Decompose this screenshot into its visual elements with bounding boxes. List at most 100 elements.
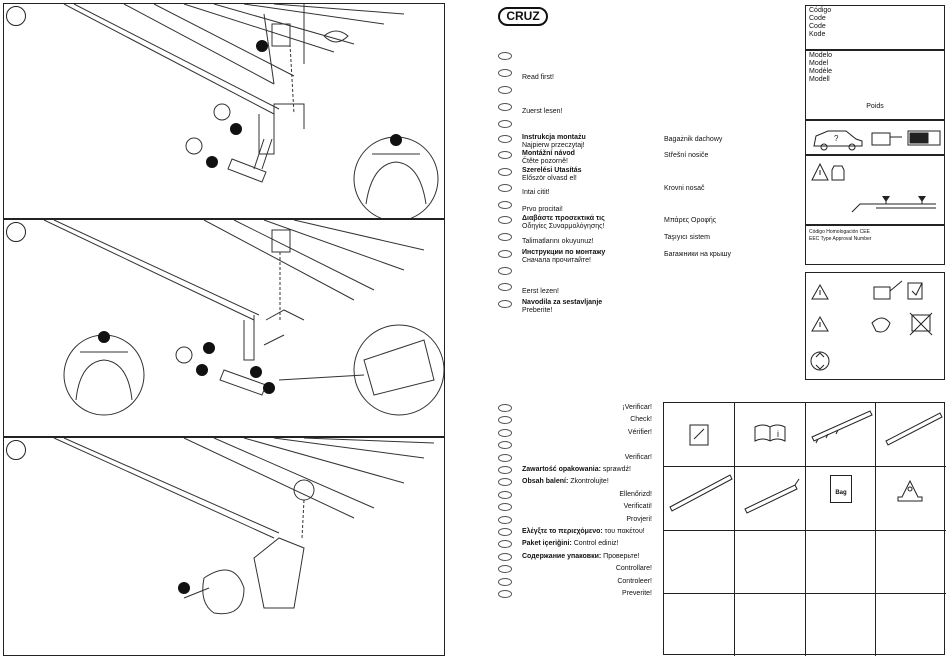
check-contents-row: Vérifier!	[628, 429, 652, 437]
part-cell-empty	[876, 531, 946, 594]
instruction-title: Instrukcja montażu	[522, 134, 586, 141]
brand-logo: CRUZ	[498, 7, 548, 26]
check-contents-row: Controllare!	[616, 565, 652, 573]
check-contents-row: Ellenőrizd!	[619, 491, 652, 499]
language-flag-marker	[498, 283, 512, 291]
homologation-label: Código Homologación CEE	[809, 229, 870, 235]
product-name: Bagażnik dachowy	[664, 136, 723, 143]
check-text: Zkontrolujte!	[568, 478, 609, 486]
check-contents-row: Verificar!	[625, 454, 652, 462]
product-name: Taşıyıcı sistem	[664, 234, 710, 241]
language-flag-marker	[498, 540, 512, 549]
language-flag-marker	[498, 552, 512, 561]
check-contents-row: Check!	[630, 416, 652, 424]
check-contents-row: Controleer!	[617, 578, 652, 586]
step-2-illustration	[43, 220, 444, 416]
language-flag-marker	[498, 453, 512, 462]
language-flag-marker	[498, 52, 512, 60]
check-text: Provjeri!	[626, 515, 652, 523]
step-number-circle	[6, 222, 26, 242]
part-cell-empty	[806, 531, 876, 594]
check-contents-row: Zawartość opakowania: sprawdź!	[522, 466, 631, 474]
check-text: Controleer!	[617, 577, 652, 585]
read-first-text: Οδηγίες Συναρμολόγησης!	[522, 223, 605, 230]
language-flag-marker	[498, 184, 512, 192]
language-flag-marker	[498, 478, 512, 487]
check-contents-row: Preverite!	[622, 590, 652, 598]
model-label: Model	[809, 60, 829, 67]
check-bold-label: Ελέγξτε το περιεχόμενο:	[522, 528, 603, 535]
language-flag-marker	[498, 577, 512, 586]
language-flag-marker	[498, 503, 512, 512]
check-text: του πακέτου!	[602, 528, 645, 535]
language-flag-marker	[498, 151, 512, 159]
long-bar-icon	[669, 474, 733, 512]
angle-profile-icon	[744, 478, 800, 514]
warning-icons	[810, 280, 933, 371]
model-label: Modell	[809, 76, 830, 83]
language-flag-marker	[498, 515, 512, 524]
step-1-panel	[3, 3, 445, 219]
code-label: Code	[809, 23, 826, 30]
check-contents-row: Содержание упаковки: Проверьте!	[522, 553, 639, 561]
roof-load-box	[805, 155, 945, 225]
roof-load-diagram	[811, 162, 936, 213]
weight-label: Poids	[866, 103, 884, 110]
part-cell-empty	[735, 594, 806, 656]
code-box: Código Code Code Kode	[805, 5, 945, 50]
check-text: Control ediniz!	[571, 540, 619, 548]
language-flag-marker	[498, 69, 512, 77]
parts-grid: i Bag	[663, 402, 946, 656]
cross-bar-icon	[885, 412, 943, 446]
manual-book-icon: i	[754, 424, 786, 442]
part-cell	[876, 467, 946, 531]
read-first-text: Talimatlarını okuyunuz!	[522, 238, 594, 245]
product-name: Krovni nosač	[664, 185, 705, 192]
check-contents-row: Ελέγξτε το περιεχόμενο: του πακέτου!	[522, 528, 645, 536]
check-text: Проверьте!	[601, 552, 640, 560]
model-box: Modelo Model Modèle Modell Poids	[805, 50, 945, 120]
part-cell-empty	[876, 594, 946, 656]
check-text: Verificar!	[624, 453, 652, 461]
read-first-text: Preberite!	[522, 307, 553, 314]
read-first-text: Read first!	[522, 74, 554, 81]
check-contents-row: Provjeri!	[626, 516, 652, 524]
part-cell-empty	[664, 594, 735, 656]
step-number-circle	[6, 440, 26, 460]
language-flag-marker	[498, 201, 512, 209]
homologation-label: EEC Type Approval Number	[809, 236, 872, 242]
language-flag-marker	[498, 428, 512, 437]
part-cell	[806, 403, 876, 467]
language-flag-marker	[498, 490, 512, 499]
instruction-title: Montážní návod	[522, 150, 575, 157]
read-first-text: Először olvasd el!	[522, 175, 577, 182]
language-flag-marker	[498, 441, 512, 450]
language-flag-marker	[498, 103, 512, 111]
model-label: Modelo	[809, 52, 832, 59]
check-bold-label: Paket içeriğini:	[522, 540, 572, 548]
check-text: sprawdź!	[600, 466, 631, 473]
bag-label: Bag	[835, 490, 847, 496]
read-first-text: Zuerst lesen!	[522, 108, 563, 115]
check-text: Vérifier!	[627, 428, 652, 436]
check-text: ¡Verificar!	[622, 404, 652, 411]
language-flag-marker	[498, 404, 512, 412]
step-3-panel	[3, 437, 445, 656]
instruction-title: Инструкции по монтажу	[522, 249, 606, 256]
language-flag-marker	[498, 267, 512, 275]
part-cell: i	[735, 403, 806, 467]
check-text: Preverite!	[622, 590, 652, 597]
code-label: Code	[809, 15, 826, 22]
step-3-illustration	[53, 438, 435, 615]
step-number-circle	[6, 6, 26, 26]
part-cell: Bag	[806, 467, 876, 531]
read-first-text: Prvo procitai!	[522, 206, 563, 213]
vehicle-icons-box: ?	[805, 120, 945, 155]
language-flag-marker	[498, 168, 512, 176]
step-1-illustration	[63, 4, 439, 218]
check-contents-row: Verificati!	[624, 503, 652, 511]
svg-text:i: i	[777, 429, 779, 439]
check-text: Controllare!	[615, 565, 652, 573]
roof-rail-icon	[811, 410, 873, 444]
language-flag-marker	[498, 416, 512, 425]
